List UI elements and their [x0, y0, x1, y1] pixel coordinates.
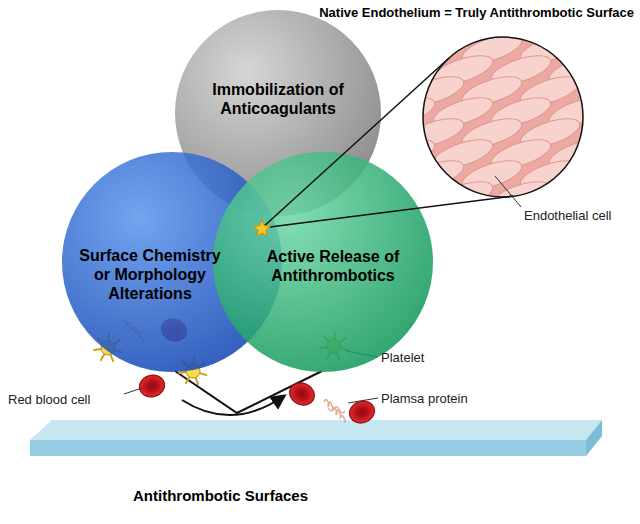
part-label: Red blood cell — [8, 392, 90, 408]
plasma-protein — [324, 400, 345, 423]
endothelial-cell-shape — [372, 50, 438, 90]
endothelial-cell-shape — [575, 155, 640, 195]
surface-label: Antithrombotic Surfaces — [133, 488, 308, 504]
red-blood-cell — [346, 397, 378, 427]
plasma-protein — [328, 407, 345, 413]
endothelial-cell-shape — [633, 197, 640, 237]
leader-line — [348, 398, 378, 403]
endothelial-cell-shape — [372, 134, 438, 174]
endothelial-cell-shape — [604, 50, 640, 90]
circle-label: Surface Chemistry or Morphology Alterati… — [72, 246, 228, 303]
endothelial-cell-shape — [401, 155, 467, 195]
endothelial-cell-shape — [633, 155, 640, 195]
endothelial-cell-shape — [575, 113, 640, 153]
endothelial-cell-shape — [604, 134, 640, 174]
part-label: Endothelial cell — [524, 208, 611, 224]
leader-line — [124, 388, 142, 394]
diagram-title: Native Endothelium = Truly Antithromboti… — [319, 5, 634, 21]
star-symbol — [253, 220, 270, 236]
part-label: Platelet — [381, 350, 424, 366]
part-label: Plamsa protein — [381, 391, 468, 407]
red-blood-cell — [137, 372, 168, 400]
endothelial-cell-shape — [575, 29, 640, 69]
surface-slab — [30, 420, 602, 456]
endothelial-cell-shape — [633, 113, 640, 153]
endothelial-cell-shape — [430, 176, 496, 216]
endothelial-cell-shape — [633, 71, 640, 111]
endothelial-cell-shape — [459, 197, 525, 237]
endothelial-cell-shape — [575, 71, 640, 111]
circle-label: Active Release of Antithrombotics — [258, 247, 408, 285]
red-blood-cell — [286, 379, 319, 410]
transition-arrow — [182, 396, 284, 415]
venn-circle: Active Release of Antithrombotics — [213, 152, 433, 372]
circle-label: Immobilization of Anticoagulants — [193, 80, 363, 118]
leader-line — [495, 176, 521, 207]
zoom-line — [262, 58, 449, 228]
endothelial-cell-shape — [633, 29, 640, 69]
zoom-line — [262, 196, 513, 228]
endothelial-cell-shape — [604, 92, 640, 132]
